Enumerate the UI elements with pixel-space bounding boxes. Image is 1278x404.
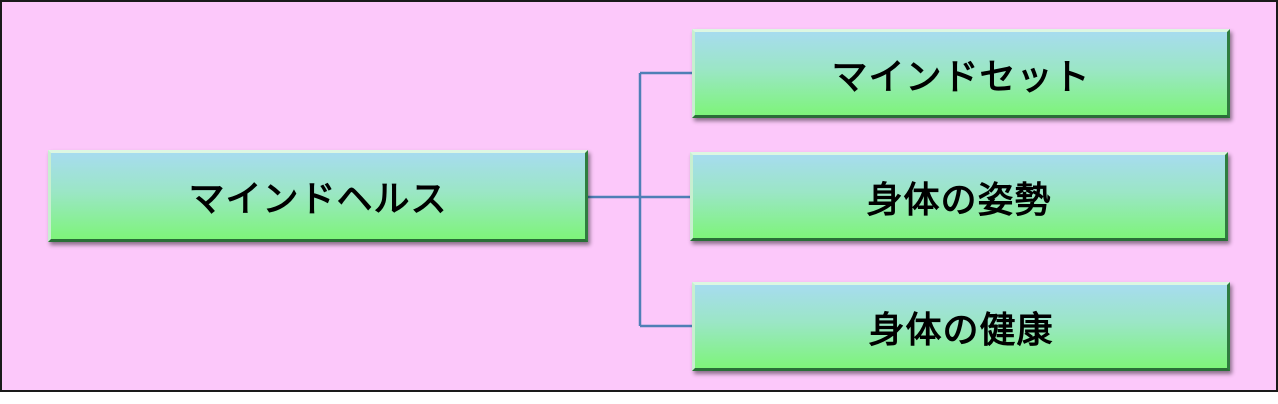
child-node-health: 身体の健康 [692,282,1230,371]
child-node-label: 身体の健康 [868,309,1054,351]
child-node-mindset: マインドセット [692,29,1230,118]
root-node: マインドヘルス [48,150,588,242]
root-node-label: マインドヘルス [188,179,448,220]
child-node-label: 身体の姿勢 [866,179,1052,221]
child-node-posture: 身体の姿勢 [690,152,1228,241]
child-node-label: マインドセット [831,56,1091,98]
